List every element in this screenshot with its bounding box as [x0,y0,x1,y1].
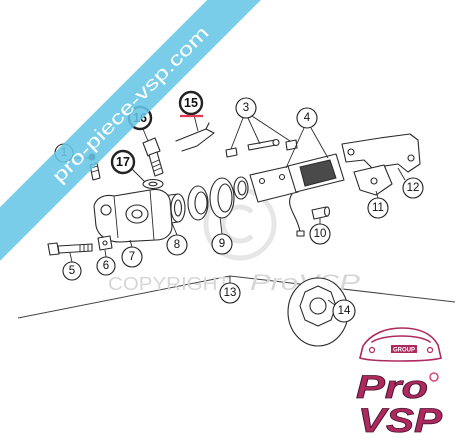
website-banner-ribbon [0,0,292,266]
watermark-copyright: COPYRIGHT [108,274,230,294]
callout-10-label: 10 [314,228,327,240]
callout-15-label: 15 [184,96,198,110]
callout-4-circle [296,107,318,129]
callout-15-circle [178,90,204,116]
car-logo-icon [359,327,442,362]
logo-ring-decoration [429,372,439,382]
piston-seal-rings-drawing [187,176,249,221]
pins-drawing [225,138,298,158]
callout-14-circle [332,299,356,323]
callout-14-label: 14 [338,305,351,317]
leader-lines [69,114,406,306]
callout-6-label: 6 [103,260,109,272]
callout-8-circle [166,234,188,256]
callout-14: 14 [332,299,356,323]
callout-11-circle [367,197,389,219]
callout-10-circle [309,223,331,245]
callout-17: 17 [110,149,136,175]
guide-bolt-drawing [142,137,164,177]
caliper-bracket-drawing [341,133,421,173]
callout-5-circle [62,261,82,281]
callout-12-label: 12 [407,182,420,194]
callout-13-circle [219,282,241,304]
small-pin-drawing [311,206,331,220]
clip-drawing [97,235,113,251]
callout-8: 8 [166,234,188,256]
logo-group-text: GROUP [393,347,415,353]
callout-11: 11 [367,197,389,219]
logo-vsp-text: VSP [358,402,442,440]
callout-13-label: 13 [224,287,237,299]
callout-10: 10 [309,223,331,245]
callout-11-label: 11 [372,202,384,214]
callout-12: 12 [402,177,424,199]
callout-7: 7 [121,246,143,268]
callout-15: 15 [178,90,204,118]
callout-9: 9 [211,233,233,255]
callout-3-circle [235,97,257,119]
logo-pro-text: Pro [356,369,428,405]
callout-6-circle [96,256,116,276]
caliper-body-drawing [93,188,173,243]
brake-disc-drawing [287,277,349,347]
callout-3-label: 3 [243,102,249,114]
callout-17-label: 17 [116,155,130,169]
callout-5: 5 [62,261,82,281]
callout-3: 3 [235,97,257,119]
callout-13: 13 [219,282,241,304]
brand-logo: GROUP Pro VSP [356,327,443,440]
callout-17-circle [110,149,136,175]
callout-5-label: 5 [69,265,75,277]
callout-8-label: 8 [174,239,180,251]
callout-6: 6 [96,256,116,276]
logo-group-tag [391,345,417,353]
callout-12-circle [402,177,424,199]
callout-7-circle [121,246,143,268]
spring-clip-drawing [175,122,215,152]
callout-7-label: 7 [129,251,135,263]
callout-9-label: 9 [219,238,225,250]
bolt-drawing [47,242,93,256]
callout-9-circle [211,233,233,255]
callout-4-label: 4 [304,112,311,124]
brake-pads-drawing [249,153,345,237]
anti-rattle-plate-drawing [353,164,393,196]
callout-4: 4 [296,107,318,129]
washer-drawing [142,178,164,190]
